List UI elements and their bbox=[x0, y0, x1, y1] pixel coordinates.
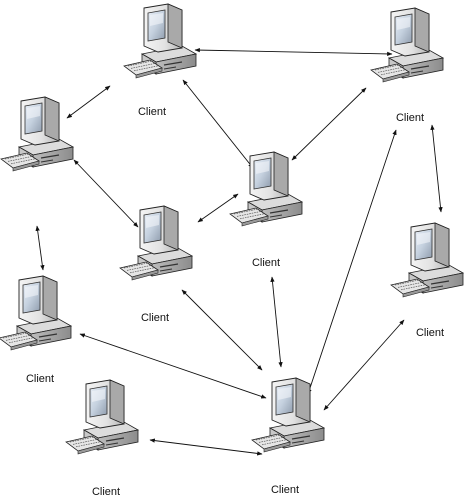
computer-icon bbox=[251, 377, 326, 453]
connection-n1-n4 bbox=[182, 79, 254, 169]
client-label: Client bbox=[270, 484, 300, 496]
client-node bbox=[123, 3, 198, 79]
keyboard-icon bbox=[65, 435, 105, 455]
client-label: Client bbox=[25, 373, 55, 385]
connection-n6-n8 bbox=[79, 333, 267, 399]
keyboard-icon bbox=[0, 152, 40, 172]
client-node bbox=[370, 7, 445, 83]
client-node bbox=[229, 151, 304, 227]
keyboard-icon bbox=[229, 207, 269, 227]
computer-icon bbox=[65, 379, 140, 455]
connection-n3-n6 bbox=[35, 225, 45, 271]
computer-icon bbox=[370, 7, 445, 83]
client-node bbox=[0, 96, 75, 172]
connection-n9-n8 bbox=[149, 438, 263, 456]
computer-icon bbox=[0, 275, 73, 351]
computer-icon bbox=[119, 205, 194, 281]
connection-n1-n2 bbox=[194, 47, 393, 57]
connection-n5-n8 bbox=[181, 289, 263, 371]
keyboard-icon bbox=[251, 433, 291, 453]
nodes bbox=[0, 3, 465, 455]
keyboard-icon bbox=[119, 261, 159, 281]
connection-n2-n8 bbox=[307, 129, 397, 395]
connection-n3-n5 bbox=[73, 159, 139, 228]
client-label: Client bbox=[137, 106, 167, 118]
connection-n4-n8 bbox=[270, 276, 283, 368]
computer-icon bbox=[123, 3, 198, 79]
connection-n7-n8 bbox=[323, 319, 405, 411]
client-node bbox=[119, 205, 194, 281]
client-label: Client bbox=[415, 327, 445, 339]
keyboard-icon bbox=[0, 331, 38, 351]
keyboard-icon bbox=[370, 63, 410, 83]
keyboard-icon bbox=[123, 59, 163, 79]
connection-n2-n4 bbox=[291, 87, 367, 161]
keyboard-icon bbox=[390, 278, 430, 298]
client-label: Client bbox=[91, 486, 121, 498]
client-node bbox=[251, 377, 326, 453]
computer-icon bbox=[229, 151, 304, 227]
computer-icon bbox=[0, 96, 75, 172]
connection-n1-n3 bbox=[66, 85, 111, 119]
client-label: Client bbox=[395, 112, 425, 124]
computer-icon bbox=[390, 222, 465, 298]
client-node bbox=[390, 222, 465, 298]
connection-n5-n4 bbox=[197, 193, 239, 223]
client-label: Client bbox=[140, 312, 170, 324]
connection-n2-n7 bbox=[430, 124, 443, 213]
connections bbox=[35, 47, 443, 456]
client-node bbox=[0, 275, 73, 351]
client-node bbox=[65, 379, 140, 455]
client-label: Client bbox=[251, 257, 281, 269]
